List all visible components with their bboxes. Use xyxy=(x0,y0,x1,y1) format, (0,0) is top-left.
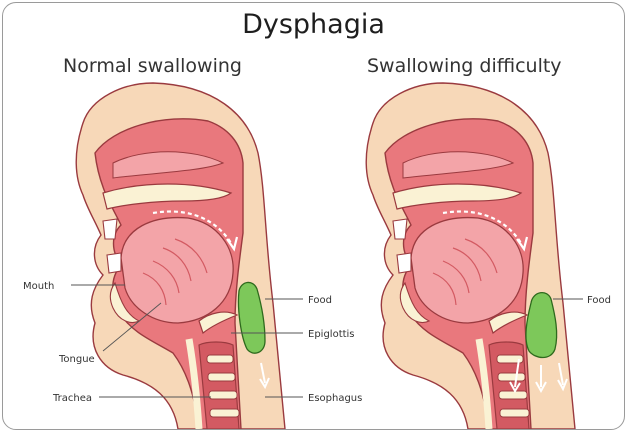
label-mouth: Mouth xyxy=(23,281,54,292)
swallowing-difficulty-panel: Food xyxy=(366,83,611,429)
label-esophagus: Esophagus xyxy=(308,393,362,404)
anatomy-illustration: Mouth Tongue Trachea Food Epiglottis Eso… xyxy=(3,3,624,429)
food-bolus-difficulty xyxy=(526,293,557,358)
label-tongue: Tongue xyxy=(58,354,95,365)
normal-swallowing-panel: Mouth Tongue Trachea Food Epiglottis Eso… xyxy=(23,83,362,429)
label-epiglottis: Epiglottis xyxy=(308,329,355,340)
label-food-normal: Food xyxy=(308,295,332,306)
label-food-difficulty: Food xyxy=(587,295,611,306)
label-trachea: Trachea xyxy=(52,393,92,404)
